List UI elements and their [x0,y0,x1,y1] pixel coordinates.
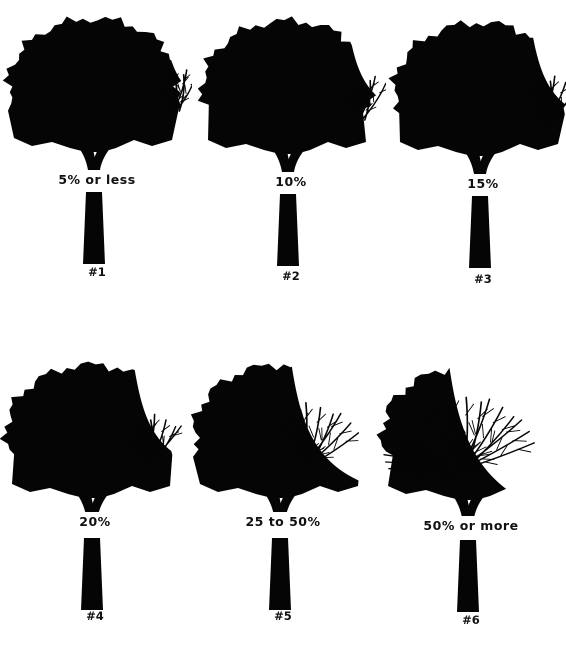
tree-3: 15% #3 [388,4,566,324]
tree-1: 5% or less #1 [2,0,192,320]
tree-6: 50% or more #6 [376,348,566,668]
tree-1-dieback-label: 5% or less [2,172,192,187]
tree-2: 10% #2 [196,2,386,322]
tree-6-number: #6 [376,613,566,627]
tree-4-number: #4 [0,609,190,623]
tree-3-number: #3 [388,272,566,286]
tree-5-dieback-label: 25 to 50% [188,514,378,529]
tree-2-number: #2 [196,269,386,283]
tree-3-dieback-label: 15% [388,176,566,191]
tree-1-number: #1 [2,265,192,279]
tree-5-number: #5 [188,609,378,623]
tree-4-dieback-label: 20% [0,514,190,529]
tree-5: 25 to 50% #5 [188,346,378,666]
tree-4: 20% #4 [0,346,190,666]
tree-2-dieback-label: 10% [196,174,386,189]
tree-6-dieback-label: 50% or more [376,518,566,533]
